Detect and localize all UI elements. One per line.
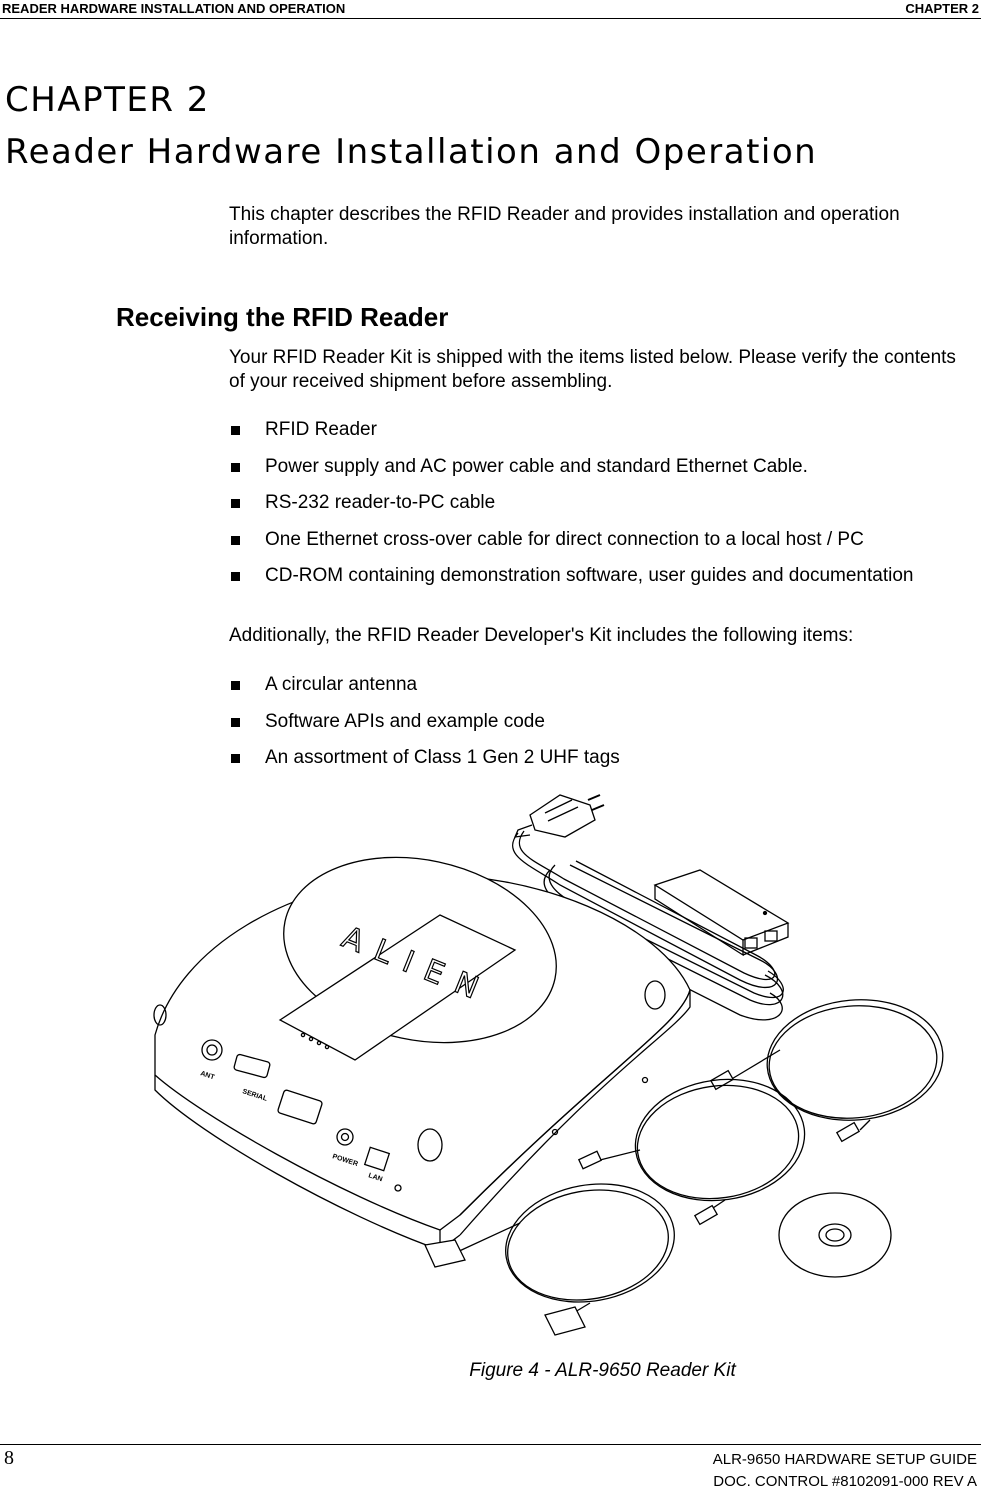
- bullet-square-icon: [231, 426, 240, 435]
- kit-items-list: RFID Reader Power supply and AC power ca…: [229, 418, 913, 601]
- list-item: Software APIs and example code: [229, 710, 620, 747]
- running-header-title: READER HARDWARE INSTALLATION AND OPERATI…: [2, 1, 346, 16]
- list-item: One Ethernet cross-over cable for direct…: [229, 528, 913, 565]
- running-header-chapter: CHAPTER 2: [905, 1, 979, 16]
- bullet-square-icon: [231, 535, 240, 545]
- rfid-reader-icon: ALIEN ANT SERIAL POWER LAN: [153, 856, 691, 1251]
- list-item: Power supply and AC power cable and stan…: [229, 455, 913, 492]
- list-item-text: Power supply and AC power cable and stan…: [265, 455, 808, 477]
- page-footer: 8 ALR-9650 HARDWARE SETUP GUIDE DOC. CON…: [0, 1444, 981, 1490]
- bullet-square-icon: [231, 717, 240, 727]
- figure-caption: Figure 4 - ALR-9650 Reader Kit: [469, 1360, 736, 1381]
- dev-kit-intro: Additionally, the RFID Reader Developer'…: [229, 625, 854, 646]
- list-item: CD-ROM containing demonstration software…: [229, 564, 913, 601]
- list-item: A circular antenna: [229, 673, 620, 710]
- list-item: An assortment of Class 1 Gen 2 UHF tags: [229, 746, 620, 783]
- bullet-square-icon: [231, 572, 240, 581]
- ant-port-label: ANT: [199, 1070, 216, 1081]
- running-header: READER HARDWARE INSTALLATION AND OPERATI…: [0, 0, 981, 19]
- list-item-text: One Ethernet cross-over cable for direct…: [265, 528, 864, 550]
- section-heading: Receiving the RFID Reader: [116, 302, 449, 332]
- footer-right: ALR-9650 HARDWARE SETUP GUIDE DOC. CONTR…: [713, 1449, 977, 1493]
- guide-title: ALR-9650 HARDWARE SETUP GUIDE: [712, 1451, 977, 1468]
- rs232-cable-icon: [424, 1183, 675, 1336]
- bullet-square-icon: [231, 681, 240, 690]
- dev-kit-items-list: A circular antenna Software APIs and exa…: [229, 673, 620, 783]
- chapter-title: Reader Hardware Installation and Operati…: [5, 132, 818, 172]
- list-item-text: CD-ROM containing demonstration software…: [265, 565, 914, 586]
- list-item-text: RS-232 reader-to-PC cable: [265, 492, 496, 513]
- bullet-square-icon: [231, 462, 240, 472]
- reader-kit-illustration: ALIEN ANT SERIAL POWER LAN: [153, 794, 944, 1336]
- reader-kit-figure: ALIEN ANT SERIAL POWER LAN: [140, 775, 960, 1345]
- list-item: RFID Reader: [229, 418, 913, 455]
- list-item-text: Software APIs and example code: [265, 710, 545, 732]
- crossover-cable-icon: [577, 1078, 806, 1226]
- chapter-label: CHAPTER 2: [5, 80, 210, 120]
- power-supply-icon: [653, 869, 790, 957]
- list-item: RS-232 reader-to-PC cable: [229, 491, 913, 528]
- bullet-square-icon: [231, 499, 240, 508]
- bullet-square-icon: [231, 754, 240, 763]
- ethernet-cable-icon: [709, 999, 944, 1143]
- cd-rom-icon: [778, 1192, 892, 1278]
- list-item-text: A circular antenna: [265, 674, 418, 695]
- lan-port-label: LAN: [367, 1172, 383, 1183]
- list-item-text: An assortment of Class 1 Gen 2 UHF tags: [265, 747, 620, 768]
- ac-plug-icon: [513, 794, 605, 838]
- list-item-text: RFID Reader: [265, 419, 377, 440]
- intro-paragraph: This chapter describes the RFID Reader a…: [229, 204, 900, 249]
- page-number: 8: [4, 1447, 14, 1469]
- section-intro-paragraph: Your RFID Reader Kit is shipped with the…: [229, 347, 956, 392]
- doc-control: DOC. CONTROL #8102091-000 REV A: [713, 1473, 977, 1490]
